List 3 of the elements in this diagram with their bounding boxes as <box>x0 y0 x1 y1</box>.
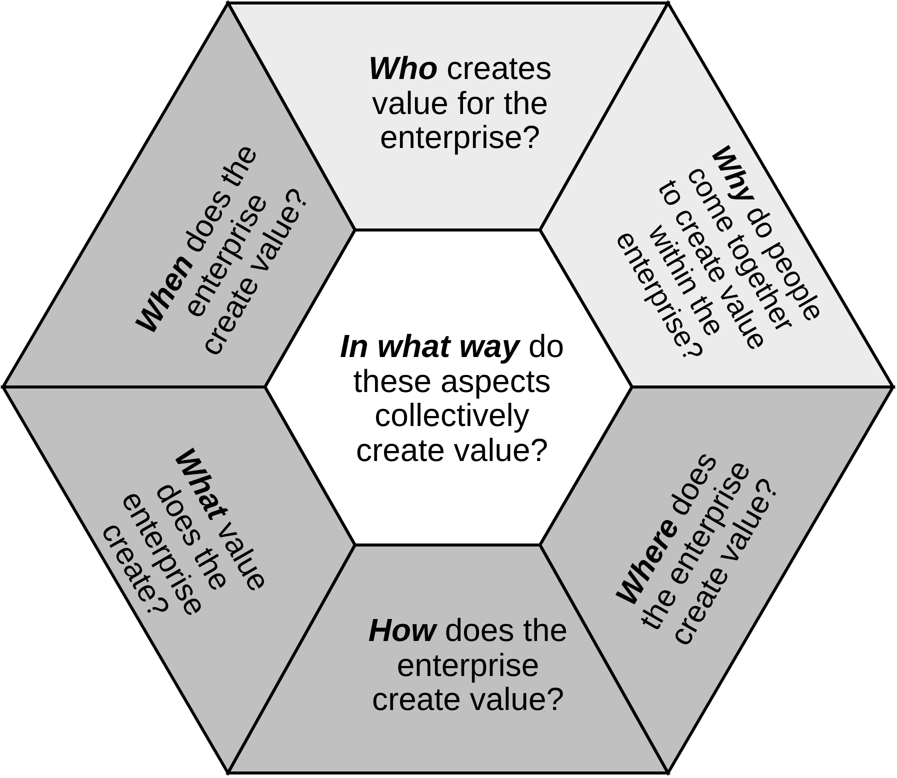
question-text: How does the enterprise create value? <box>367 613 569 717</box>
question-text: In what way do these aspects collectively create value? <box>338 329 566 468</box>
question-text: Who creates value for the enterprise? <box>367 51 553 155</box>
